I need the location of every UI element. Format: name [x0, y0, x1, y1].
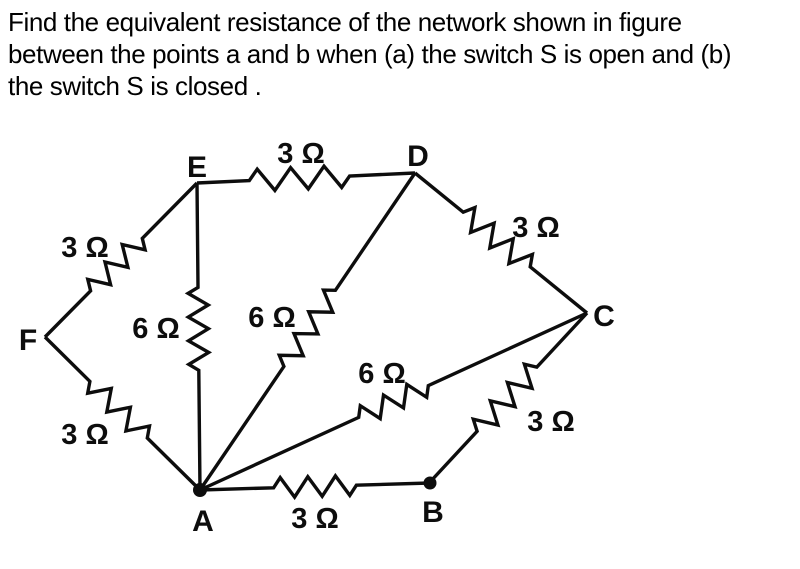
resistor-a-d — [198, 172, 417, 491]
question-line-1: Find the equivalent resistance of the ne… — [8, 7, 682, 37]
resistor-label-e-d: 3 Ω — [277, 138, 324, 170]
resistor-label-f-a: 3 Ω — [61, 419, 108, 451]
resistor-label-e-a: 6 Ω — [132, 313, 179, 345]
resistor-f-a — [43, 335, 202, 492]
resistor-a-b — [199, 472, 431, 501]
terminal-dot-b — [423, 476, 437, 490]
terminal-dot-a — [193, 483, 207, 497]
resistor-c-b — [428, 311, 589, 484]
resistor-label-c-b: 3 Ω — [527, 406, 574, 438]
resistor-e-d — [196, 163, 416, 194]
node-label-e: E — [187, 151, 207, 184]
resistor-label-a-b: 3 Ω — [291, 503, 338, 535]
resistor-label-d-c: 3 Ω — [512, 212, 559, 244]
resistor-a-c — [199, 311, 588, 492]
resistor-label-f-e: 3 Ω — [61, 232, 108, 264]
node-label-f: F — [19, 324, 37, 357]
resistor-label-a-c: 6 Ω — [358, 358, 405, 390]
resistor-d-c — [413, 171, 589, 315]
node-label-b: B — [422, 496, 444, 529]
question-text: Find the equivalent resistance of the ne… — [8, 6, 731, 102]
node-label-c: C — [593, 300, 615, 333]
node-label-a: A — [192, 505, 214, 538]
node-label-d: D — [407, 140, 429, 173]
question-line-2: between the points a and b when (a) the … — [8, 39, 732, 69]
resistor-e-a — [184, 182, 213, 491]
resistor-f-e — [43, 181, 199, 339]
question-line-3: the switch S is closed . — [8, 71, 262, 101]
resistor-label-a-d: 6 Ω — [248, 302, 295, 334]
